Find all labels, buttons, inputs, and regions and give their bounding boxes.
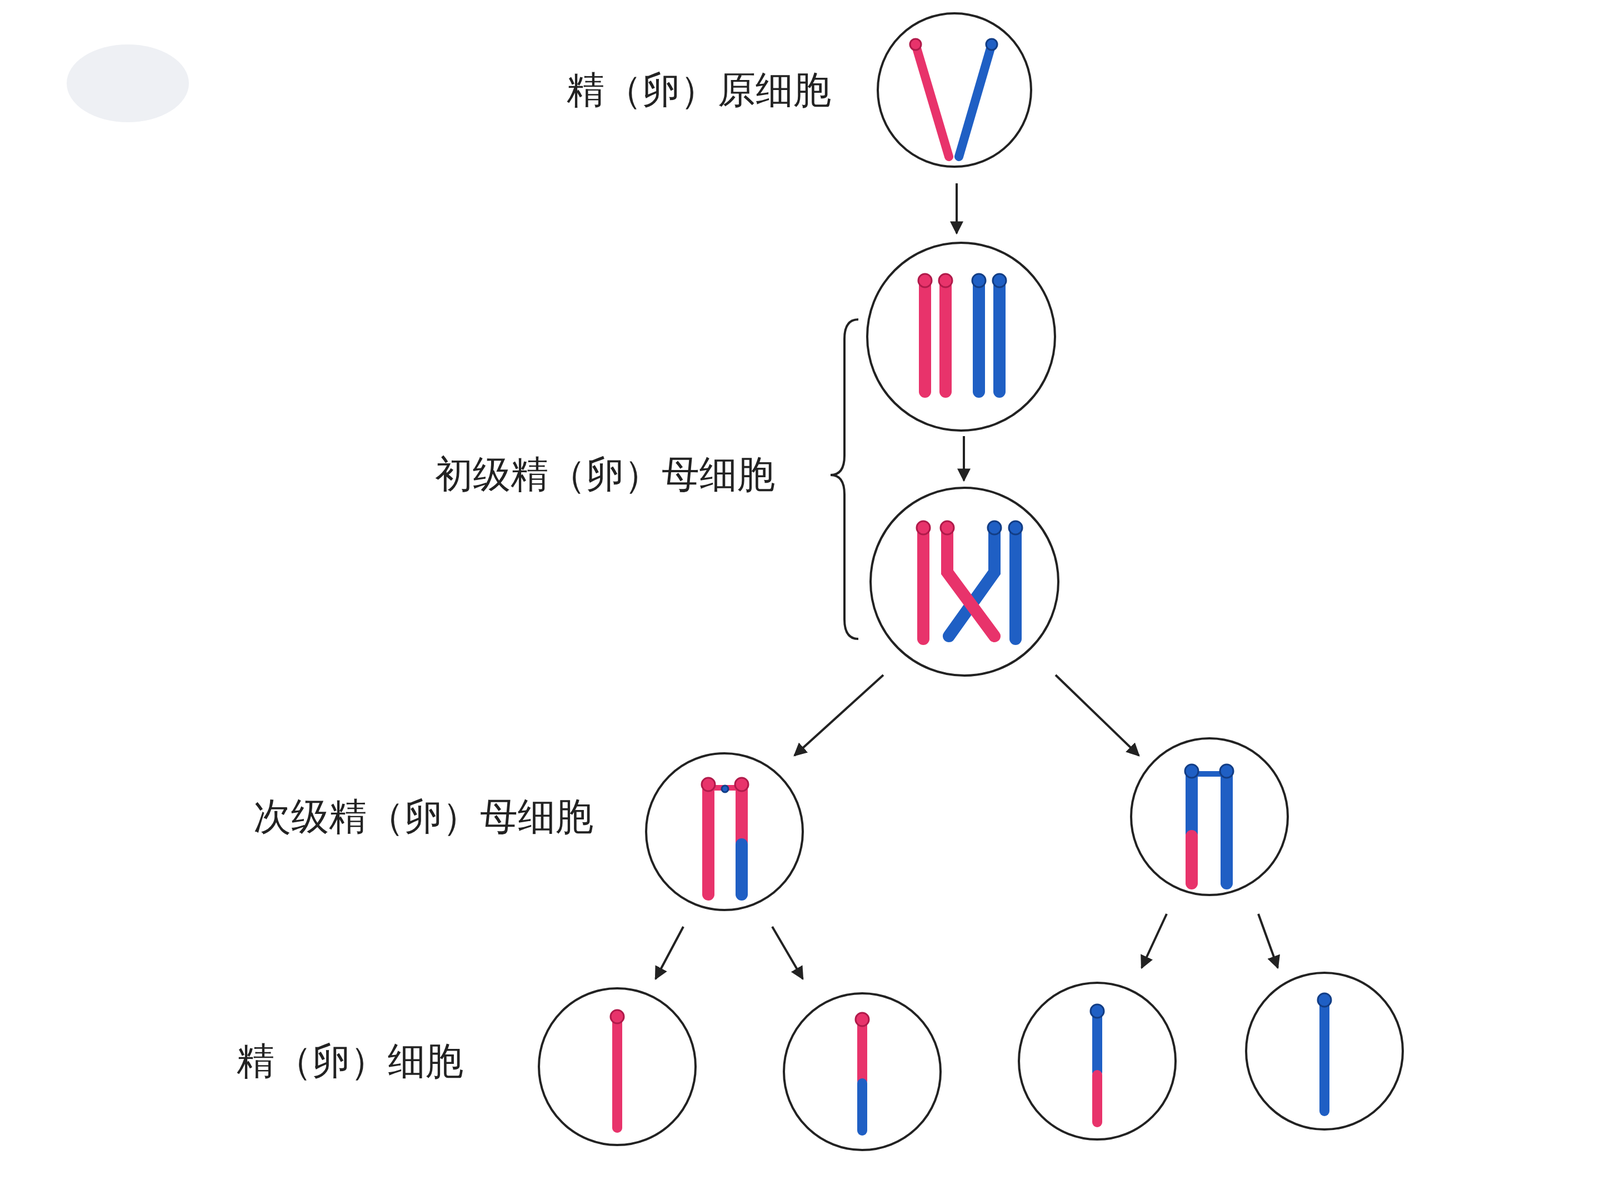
primary-cell bbox=[867, 242, 1055, 431]
stage-label: 精（卵）原细胞 bbox=[566, 69, 832, 112]
secondary-cell bbox=[1131, 738, 1288, 895]
gamete-cell bbox=[1246, 972, 1403, 1130]
watermark bbox=[66, 44, 189, 123]
gamete-cell bbox=[1018, 982, 1176, 1140]
crossover-cell bbox=[870, 487, 1059, 676]
bracket bbox=[830, 319, 859, 639]
stage-label: 精（卵）细胞 bbox=[236, 1040, 464, 1083]
secondary-cell bbox=[646, 753, 803, 910]
stage-label: 次级精（卵）母细胞 bbox=[253, 796, 594, 838]
stage-label: 初级精（卵）母细胞 bbox=[435, 453, 775, 496]
spermatogonium-cell bbox=[877, 13, 1032, 167]
gamete-cell bbox=[783, 993, 941, 1150]
gamete-cell bbox=[538, 988, 696, 1145]
